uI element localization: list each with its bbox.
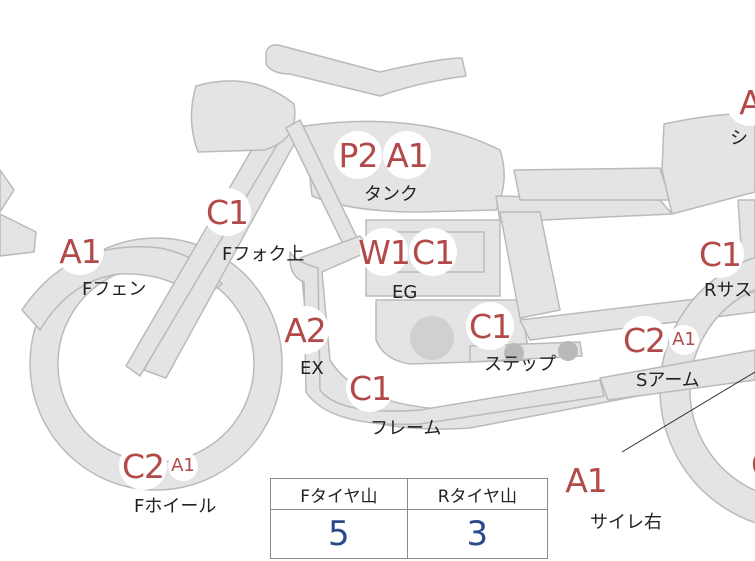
- front-wheel-label: Fホイール: [134, 496, 217, 517]
- grade-circle: A1: [56, 227, 104, 275]
- exhaust-shape: [289, 251, 605, 426]
- table-header-row: Fタイヤ山 Rタイヤ山: [270, 478, 549, 510]
- grade-circle: C1: [466, 302, 514, 350]
- front-tire-value: 5: [270, 509, 408, 559]
- step-peg-2: [558, 341, 578, 361]
- grade-circle: C1: [346, 364, 394, 412]
- engine-grades: W1 C1: [358, 228, 457, 276]
- handlebar-shape: [265, 44, 467, 97]
- grade-circle: C: [738, 440, 755, 488]
- front-wheel-grades: C2 A1: [119, 442, 198, 490]
- left-edge-part: [0, 169, 15, 213]
- seat-shape: [513, 167, 671, 201]
- exhaust-label: EX: [300, 358, 324, 379]
- grade-circle: C1: [203, 188, 251, 236]
- side-panel-shape: [499, 211, 561, 319]
- grade-circle-small: A1: [168, 451, 198, 481]
- rear-tire-value: 3: [406, 509, 549, 559]
- exhaust-grades: A2: [281, 306, 329, 354]
- rear-suspension-grades: C1: [696, 230, 744, 278]
- silencer-right-grades: A1: [562, 456, 610, 504]
- front-fork-upper-grades: C1: [203, 188, 251, 236]
- grade-circle: C1: [696, 230, 744, 278]
- front-fork-upper-label: Fフォク上: [222, 244, 305, 265]
- swing-arm-label: Sアーム: [636, 370, 700, 391]
- rear-suspension-label: Rサス: [704, 280, 753, 301]
- tank-grades: P2 A1: [334, 131, 431, 179]
- frame-grades: C1: [346, 364, 394, 412]
- grade-circle: W1: [358, 228, 411, 276]
- silencer-right-label: サイレ右: [590, 512, 662, 533]
- rear-wheel-shape: [659, 256, 755, 524]
- front-tire-header: Fタイヤ山: [270, 478, 408, 510]
- tank-label: タンク: [364, 184, 418, 205]
- left-edge-part-lower: [0, 213, 37, 257]
- frame-label: フレーム: [370, 418, 442, 439]
- front-fender-label: Fフェン: [82, 279, 147, 300]
- step-grades: C1: [466, 302, 514, 350]
- table-row: 5 3: [270, 509, 549, 559]
- grade-circle: C2: [620, 316, 668, 364]
- step-peg-1: [504, 343, 524, 363]
- grade-circle: A1: [562, 456, 610, 504]
- step-label: ステップ: [484, 354, 556, 375]
- rear-wheel-grades: C: [738, 440, 755, 488]
- tire-tread-table: Fタイヤ山 Rタイヤ山 5 3: [270, 478, 549, 559]
- grade-circle: A2: [281, 306, 329, 354]
- grade-circle-small: A1: [669, 325, 699, 355]
- grade-circle: P2: [334, 131, 382, 179]
- engine-cover: [410, 316, 454, 360]
- seat-grades: A: [726, 78, 755, 126]
- grade-circle: C2: [119, 442, 167, 490]
- headlight-shape: [190, 80, 296, 153]
- rear-tire-header: Rタイヤ山: [406, 478, 549, 510]
- silencer-leader-line: [621, 371, 755, 453]
- seat-label: シ: [730, 128, 748, 149]
- engine-label: EG: [392, 282, 418, 303]
- front-fender-grades: A1: [56, 227, 104, 275]
- grade-circle: C1: [409, 228, 457, 276]
- grade-circle: A: [726, 78, 755, 126]
- swing-arm-grades: C2 A1: [620, 316, 699, 364]
- grade-circle: A1: [383, 131, 431, 179]
- silencer-shape: [599, 349, 755, 401]
